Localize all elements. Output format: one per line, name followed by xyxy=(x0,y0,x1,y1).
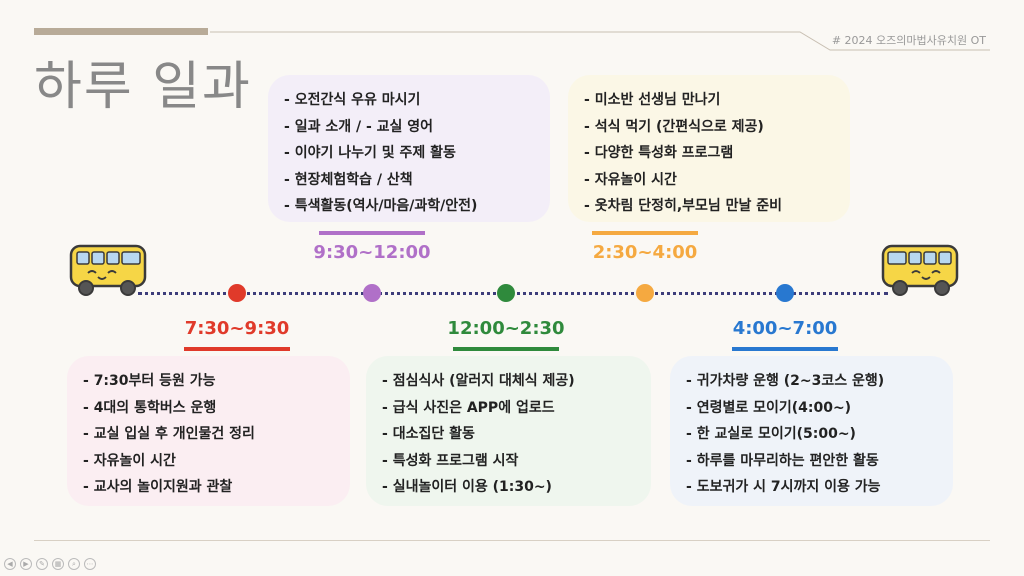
header-rule xyxy=(210,31,990,51)
schedule-box-4: 미소반 선생님 만나기 석식 먹기 (간편식으로 제공) 다양한 특성화 프로그… xyxy=(568,75,850,222)
time-underline-4 xyxy=(592,231,698,235)
pen-icon[interactable]: ✎ xyxy=(36,558,48,570)
list-item: 특성화 프로그램 시작 xyxy=(382,448,641,475)
page-title: 하루 일과 xyxy=(34,57,252,117)
time-label-5: 4:00~7:00 xyxy=(732,318,838,339)
list-item: 자유놀이 시간 xyxy=(584,167,840,194)
list-item: 미소반 선생님 만나기 xyxy=(584,87,840,114)
list-item: 도보귀가 시 7시까지 이용 가능 xyxy=(686,474,943,501)
list-item: 다양한 특성화 프로그램 xyxy=(584,140,840,167)
time-underline-3 xyxy=(453,347,559,351)
schedule-list-2: 오전간식 우유 마시기 일과 소개 / - 교실 영어 이야기 나누기 및 주제… xyxy=(284,87,540,220)
title-accent-bar xyxy=(34,28,208,35)
timeline-dot-2 xyxy=(363,284,381,302)
list-item: 실내놀이터 이용 (1:30~) xyxy=(382,474,641,501)
list-item: 옷차림 단정히,부모님 만날 준비 xyxy=(584,193,840,220)
header-tag: # 2024 오즈의마법사유치원 OT xyxy=(831,34,986,47)
time-label-2: 9:30~12:00 xyxy=(313,242,431,263)
time-label-3: 12:00~2:30 xyxy=(447,318,565,339)
list-item: 현장체험학습 / 산책 xyxy=(284,167,540,194)
list-item: 하루를 마무리하는 편안한 활동 xyxy=(686,448,943,475)
schedule-box-2: 오전간식 우유 마시기 일과 소개 / - 교실 영어 이야기 나누기 및 주제… xyxy=(268,75,550,222)
schedule-list-1: 7:30부터 등원 가능 4대의 통학버스 운행 교실 입실 후 개인물건 정리… xyxy=(83,368,340,501)
list-item: 대소집단 활동 xyxy=(382,421,641,448)
time-label-4: 2:30~4:00 xyxy=(592,242,698,263)
time-label-1: 7:30~9:30 xyxy=(184,318,290,339)
list-item: 일과 소개 / - 교실 영어 xyxy=(284,114,540,141)
list-item: 교실 입실 후 개인물건 정리 xyxy=(83,421,340,448)
list-item: 점심식사 (알러지 대체식 제공) xyxy=(382,368,641,395)
list-item: 한 교실로 모이기(5:00~) xyxy=(686,421,943,448)
list-item: 석식 먹기 (간편식으로 제공) xyxy=(584,114,840,141)
list-item: 연령별로 모이기(4:00~) xyxy=(686,395,943,422)
list-item: 급식 사진은 APP에 업로드 xyxy=(382,395,641,422)
time-underline-1 xyxy=(184,347,290,351)
list-item: 이야기 나누기 및 주제 활동 xyxy=(284,140,540,167)
list-item: 특색활동(역사/마음/과학/안전) xyxy=(284,193,540,220)
list-item: 교사의 놀이지원과 관찰 xyxy=(83,474,340,501)
timeline-dot-5 xyxy=(776,284,794,302)
schedule-box-5: 귀가차량 운행 (2~3코스 운행) 연령별로 모이기(4:00~) 한 교실로… xyxy=(670,356,953,506)
schedule-list-5: 귀가차량 운행 (2~3코스 운행) 연령별로 모이기(4:00~) 한 교실로… xyxy=(686,368,943,501)
list-item: 4대의 통학버스 운행 xyxy=(83,395,340,422)
bus-icon xyxy=(881,244,959,296)
time-underline-5 xyxy=(732,347,838,351)
presentation-controls[interactable]: ◀ ▶ ✎ ▦ ⌕ ⋯ xyxy=(4,558,96,570)
schedule-list-3: 점심식사 (알러지 대체식 제공) 급식 사진은 APP에 업로드 대소집단 활… xyxy=(382,368,641,501)
timeline-dot-3 xyxy=(497,284,515,302)
list-item: 오전간식 우유 마시기 xyxy=(284,87,540,114)
list-item: 7:30부터 등원 가능 xyxy=(83,368,340,395)
next-slide-icon[interactable]: ▶ xyxy=(20,558,32,570)
prev-slide-icon[interactable]: ◀ xyxy=(4,558,16,570)
list-item: 귀가차량 운행 (2~3코스 운행) xyxy=(686,368,943,395)
slides-icon[interactable]: ▦ xyxy=(52,558,64,570)
list-item: 자유놀이 시간 xyxy=(83,448,340,475)
schedule-box-3: 점심식사 (알러지 대체식 제공) 급식 사진은 APP에 업로드 대소집단 활… xyxy=(366,356,651,506)
bus-icon xyxy=(69,244,147,296)
time-underline-2 xyxy=(319,231,425,235)
zoom-icon[interactable]: ⌕ xyxy=(68,558,80,570)
more-icon[interactable]: ⋯ xyxy=(84,558,96,570)
timeline-dot-1 xyxy=(228,284,246,302)
footer-rule xyxy=(34,540,990,541)
schedule-box-1: 7:30부터 등원 가능 4대의 통학버스 운행 교실 입실 후 개인물건 정리… xyxy=(67,356,350,506)
timeline-dot-4 xyxy=(636,284,654,302)
schedule-list-4: 미소반 선생님 만나기 석식 먹기 (간편식으로 제공) 다양한 특성화 프로그… xyxy=(584,87,840,220)
